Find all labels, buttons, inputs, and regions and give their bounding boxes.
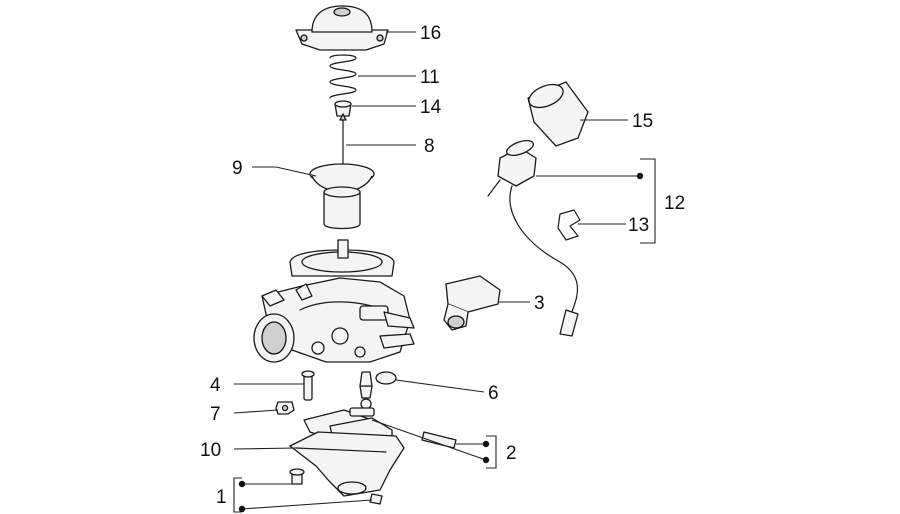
part-10-float-bowl: [289, 431, 457, 497]
part-11-spring: [329, 54, 357, 99]
callout-label: 14: [420, 97, 442, 118]
callout-9: 9: [232, 158, 317, 179]
callout-7: 7: [210, 404, 279, 425]
part-6-needle-valve: [359, 371, 397, 410]
part-16-cover: [295, 5, 389, 51]
callout-label: 3: [534, 293, 545, 314]
part-14-needle-holder: [334, 100, 352, 117]
callout-dot: [238, 505, 246, 513]
part-7-nut: [275, 401, 295, 415]
callout-8: 8: [346, 136, 435, 157]
callout-2: 2: [371, 419, 517, 469]
callout-label: 4: [210, 375, 221, 396]
callout-label: 9: [232, 158, 243, 179]
callout-12: 12: [536, 158, 685, 244]
callout-6: 6: [395, 379, 499, 404]
part-12-plunger-cable: [487, 139, 579, 337]
callout-dot: [482, 456, 490, 464]
callout-label: 13: [628, 215, 649, 236]
part-9-diaphragm-slide: [309, 163, 375, 230]
callout-11: 11: [358, 67, 440, 88]
callout-15: 15: [580, 111, 653, 132]
part-4-screw: [301, 370, 315, 401]
part-3-choke-unit: [443, 275, 501, 331]
part-13-clip: [557, 209, 581, 241]
callout-3: 3: [498, 293, 545, 314]
callout-13: 13: [578, 215, 649, 236]
callout-label: 1: [216, 487, 227, 508]
part-1-screws: [289, 468, 383, 505]
callout-label: 8: [424, 136, 435, 157]
callout-1: 1: [216, 477, 373, 513]
callout-label: 2: [506, 443, 517, 464]
callout-14: 14: [352, 97, 442, 118]
part-15-cap: [527, 81, 589, 147]
callout-4: 4: [210, 375, 304, 396]
callout-dot: [238, 480, 246, 488]
callout-label: 11: [420, 67, 440, 88]
callout-label: 6: [488, 383, 499, 404]
callout-dot: [482, 440, 490, 448]
callout-label: 10: [200, 440, 221, 461]
callout-label: 12: [664, 193, 685, 214]
callout-label: 16: [420, 23, 441, 44]
callout-label: 7: [210, 404, 221, 425]
callout-label: 15: [632, 111, 653, 132]
callout-dot: [636, 172, 644, 180]
callout-16: 16: [386, 23, 441, 44]
callout-10: 10: [200, 440, 297, 461]
carburetor-body: [253, 239, 415, 363]
